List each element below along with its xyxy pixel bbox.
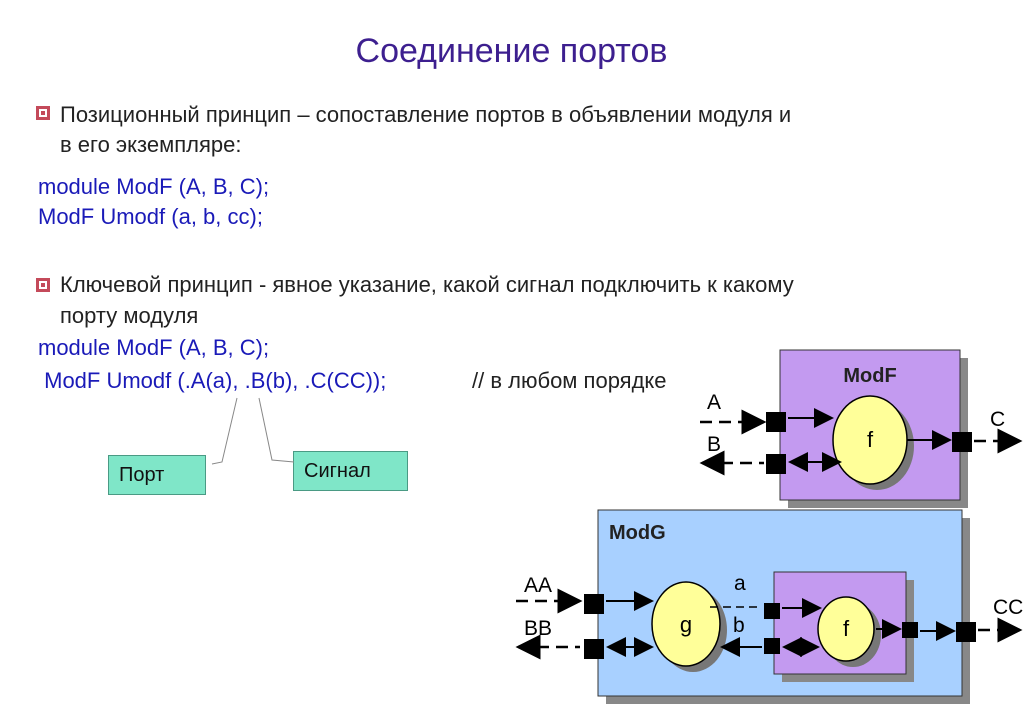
page-title: Соединение портов bbox=[355, 32, 668, 70]
modf-port-A-label: A bbox=[707, 391, 721, 414]
modf-port-B bbox=[766, 454, 786, 474]
modf-f-label: f bbox=[867, 427, 874, 452]
modg-g-label: g bbox=[680, 612, 692, 637]
modg-function-f bbox=[817, 596, 875, 662]
modg-port-BB-label: BB bbox=[524, 617, 552, 640]
modg-port-AA-label: AA bbox=[524, 574, 552, 597]
modf-port-C bbox=[952, 432, 972, 452]
section1-line2: в его экземпляре: bbox=[60, 132, 242, 157]
signal-a-label: a bbox=[734, 572, 746, 595]
callout-signal: Сигнал bbox=[293, 451, 408, 491]
section1-code1: module ModF (A, B, C); bbox=[38, 174, 270, 199]
modf-port-B-label: B bbox=[707, 433, 721, 456]
callout-port: Порт bbox=[108, 455, 206, 495]
inner-port-c bbox=[902, 622, 918, 638]
inner-port-b bbox=[764, 638, 780, 654]
inner-port-a bbox=[764, 603, 780, 619]
modg-label: ModG bbox=[609, 522, 666, 544]
section2-line2: порту модуля bbox=[60, 303, 199, 328]
signal-b-label: b bbox=[733, 614, 745, 637]
modg-port-AA bbox=[584, 594, 604, 614]
modg-port-BB bbox=[584, 639, 604, 659]
section2-code1: module ModF (A, B, C); bbox=[38, 335, 270, 360]
modg-port-CC-label: CC bbox=[993, 596, 1023, 619]
bullet-icon bbox=[36, 106, 50, 120]
callout-signal-connector bbox=[258, 397, 295, 463]
bullet-icon bbox=[36, 278, 50, 292]
section2-comment: // в любом порядке bbox=[472, 368, 667, 393]
section2-code2: ModF Umodf (.A(a), .B(b), .C(CC)); bbox=[38, 368, 387, 393]
modf-label: ModF bbox=[843, 365, 896, 387]
modf-port-C-label: C bbox=[990, 408, 1005, 431]
modg-port-CC bbox=[956, 622, 976, 642]
section1-code2: ModF Umodf (a, b, cc); bbox=[38, 204, 263, 229]
section1-line1: Позиционный принцип – сопоставление порт… bbox=[60, 102, 792, 127]
modg-f-label: f bbox=[843, 616, 850, 641]
section2-line1: Ключевой принцип - явное указание, какой… bbox=[60, 272, 794, 297]
modf-port-A bbox=[766, 412, 786, 432]
modg-function-g bbox=[651, 581, 721, 667]
callout-port-connector bbox=[211, 397, 238, 465]
